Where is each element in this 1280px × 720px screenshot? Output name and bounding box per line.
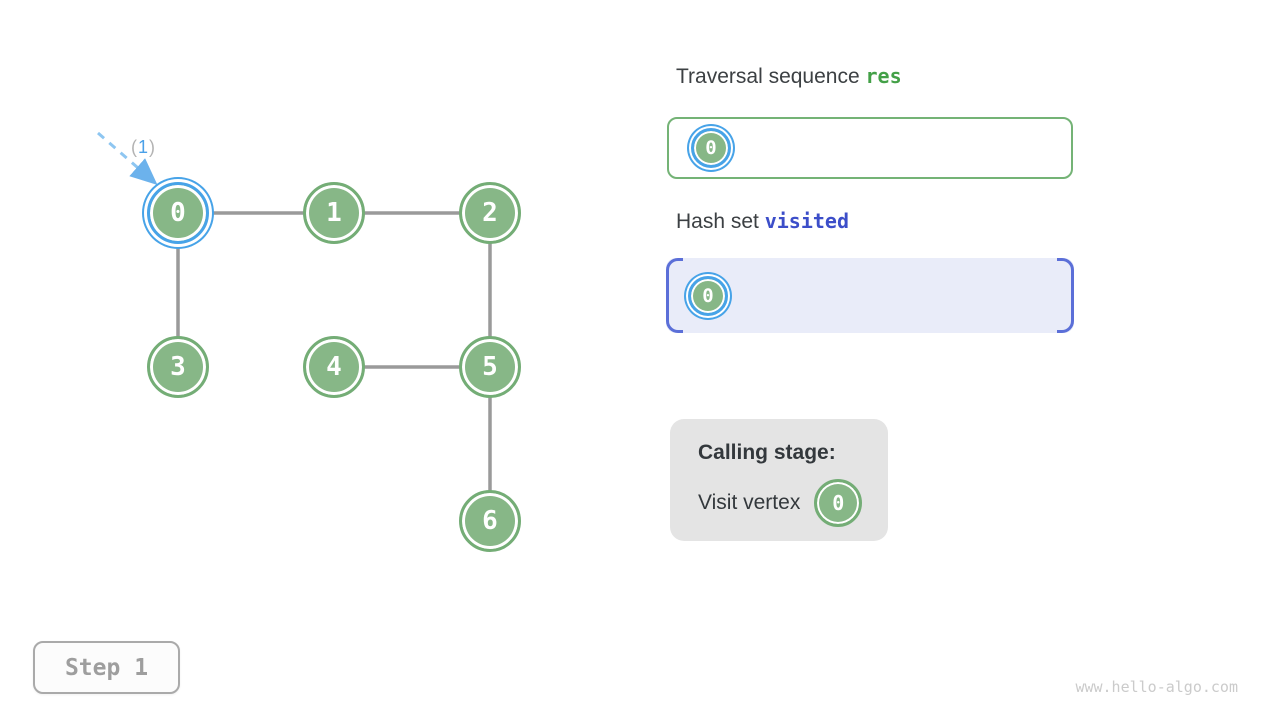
hash-set-visited-box: 0 <box>666 258 1074 333</box>
graph-vertex-2[interactable]: 2 <box>459 182 521 244</box>
graph-vertex-0[interactable]: 0 <box>147 182 209 244</box>
step-marker-label: (1) <box>131 137 156 158</box>
paren-open: ( <box>131 137 138 157</box>
visited-panel-title: Hash set visited <box>676 209 849 234</box>
res-panel-title: Traversal sequence res <box>676 64 902 89</box>
graph-vertex-4[interactable]: 4 <box>303 336 365 398</box>
calling-stage-title: Calling stage: <box>698 441 836 464</box>
graph-vertex-5[interactable]: 5 <box>459 336 521 398</box>
res-item-0: 0 <box>691 128 731 168</box>
res-code-label: res <box>865 64 902 88</box>
visited-title-text: Hash set <box>676 210 759 233</box>
traversal-sequence-box: 0 <box>667 117 1073 179</box>
calling-vertex-node: 0 <box>814 479 863 527</box>
graph-vertex-1[interactable]: 1 <box>303 182 365 244</box>
paren-close: ) <box>149 137 157 157</box>
visited-item-0: 0 <box>688 275 728 316</box>
visit-vertex-text: Visit vertex <box>698 491 801 514</box>
step-arrow <box>97 131 158 185</box>
graph-vertex-3[interactable]: 3 <box>147 336 209 398</box>
res-title-text: Traversal sequence <box>676 65 860 88</box>
step-indicator[interactable]: Step 1 <box>33 641 180 694</box>
step-number: 1 <box>138 137 150 157</box>
watermark-url: www.hello-algo.com <box>1075 678 1238 696</box>
visited-code-label: visited <box>764 209 850 233</box>
graph-vertex-6[interactable]: 6 <box>459 490 521 552</box>
calling-stage-box: Calling stage: Visit vertex 0 <box>670 419 888 541</box>
calling-stage-line: Visit vertex 0 <box>698 479 888 527</box>
